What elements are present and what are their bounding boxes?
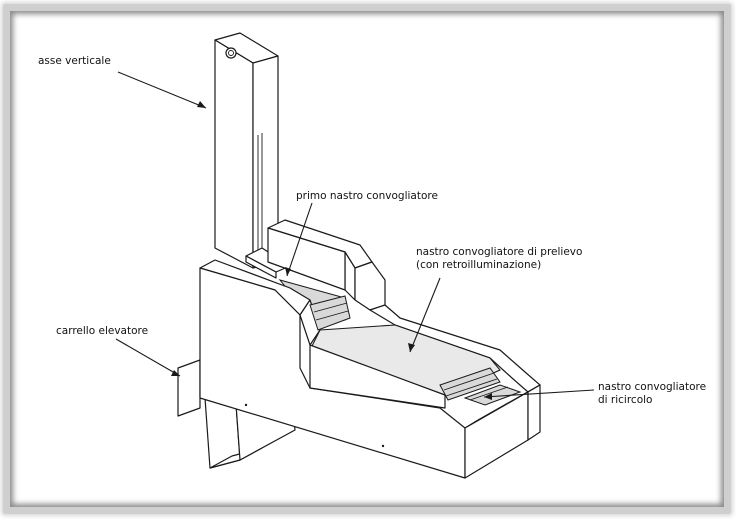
label-recirculation-conveyor-line2: di ricircolo [598, 394, 653, 406]
label-pickup-conveyor-line2: (con retroilluminazione) [416, 259, 542, 271]
label-pickup-conveyor-line1: nastro convogliatore di prelievo [416, 246, 583, 258]
label-first-conveyor: primo nastro convogliatore [296, 190, 438, 202]
label-lift-carriage: carrello elevatore [56, 325, 149, 337]
label-vertical-axis: asse verticale [38, 55, 111, 67]
vertical-axis-drawing [214, 32, 291, 279]
frame-border [3, 4, 731, 514]
label-pickup-conveyor: nastro convogliatore di prelievo (con re… [416, 246, 582, 272]
main-body-drawing [199, 259, 541, 479]
upper-housing-drawing [267, 219, 386, 321]
label-recirculation-conveyor: nastro convogliatore di ricircolo [598, 381, 706, 407]
label-recirculation-conveyor-line1: nastro convogliatore [598, 381, 707, 393]
callout-arrows [115, 71, 595, 400]
